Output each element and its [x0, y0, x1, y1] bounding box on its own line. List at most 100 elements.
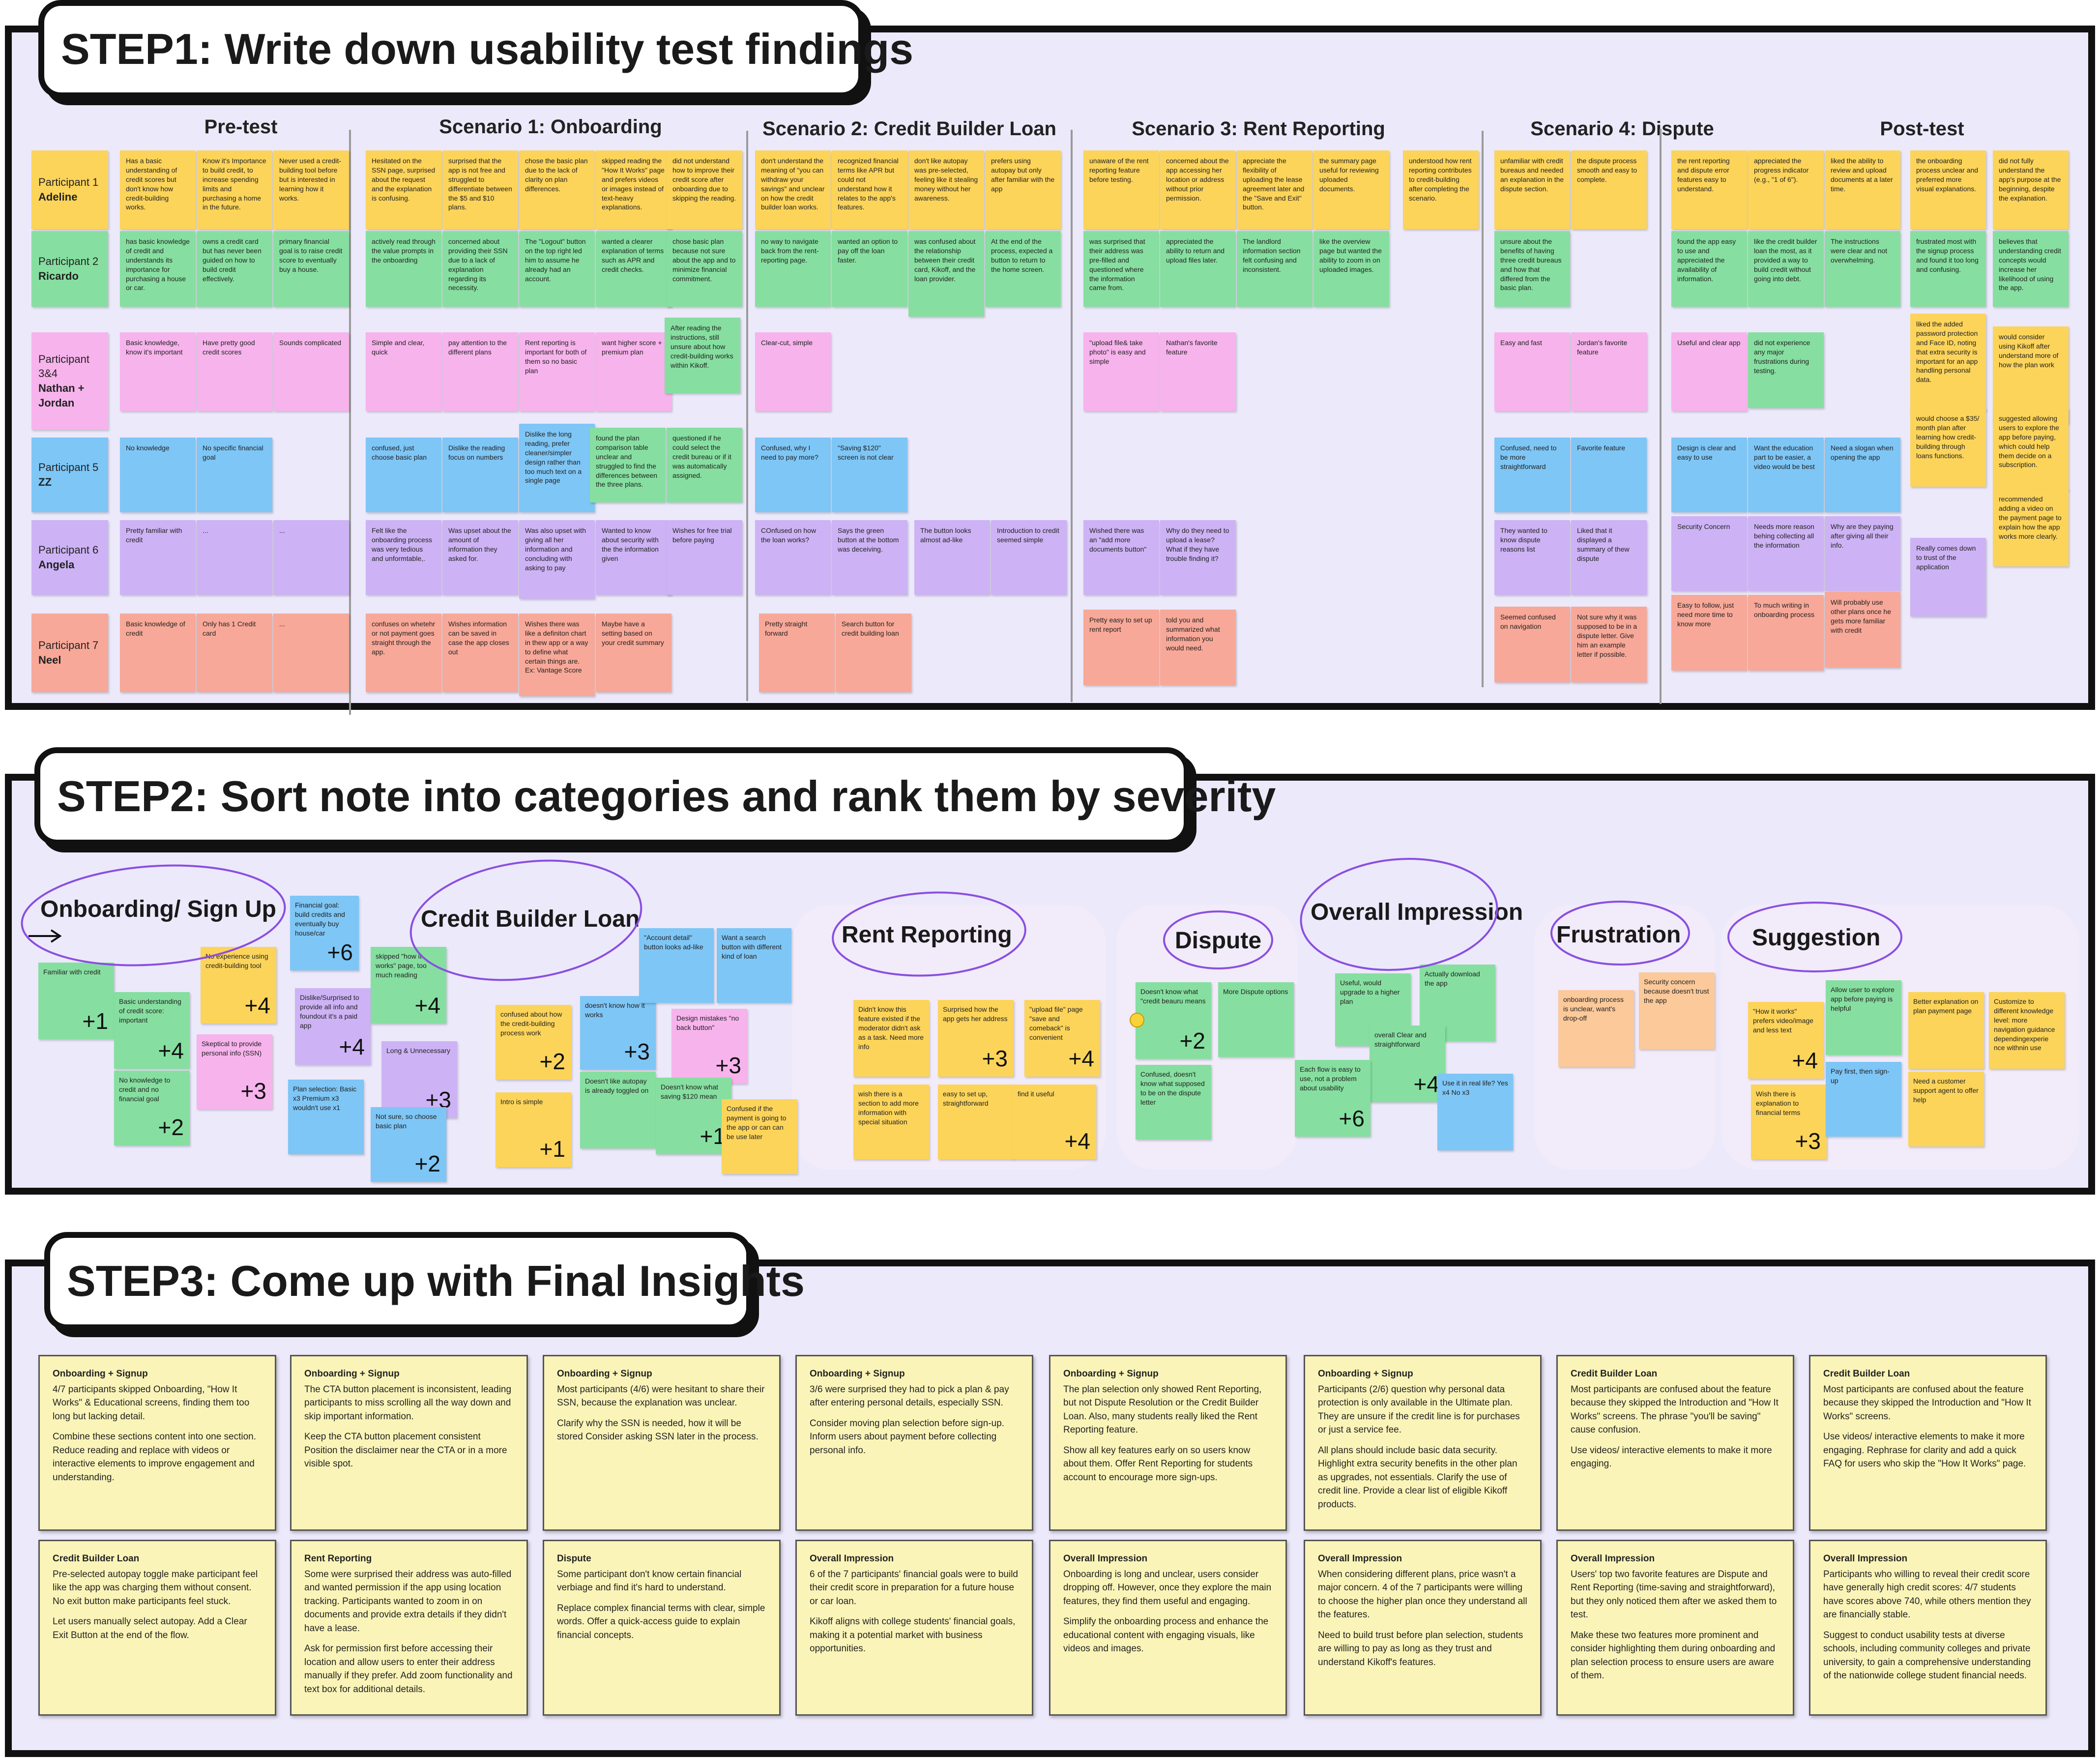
participant-label: Participant 7 — [38, 639, 99, 652]
note-text: "How it works" prefers video/image and l… — [1753, 1007, 1813, 1034]
finding-sticky-note: the onboarding process unclear and prefe… — [1910, 150, 1986, 229]
finding-sticky-note: like the credit builder loan the most, a… — [1748, 231, 1824, 307]
severity-score: +4 — [339, 1033, 365, 1059]
insight-finding: The CTA button placement is inconsistent… — [304, 1384, 512, 1422]
insight-category: Overall Impression — [810, 1553, 894, 1564]
insight-category: Onboarding + Signup — [1318, 1369, 1413, 1379]
finding-sticky-note: Wishes for free trial before paying — [667, 520, 742, 595]
insight-finding: Some were surprised their address was au… — [304, 1569, 512, 1634]
participant-label: Participant 1 — [38, 176, 99, 189]
categorized-sticky-note: confused about how the credit-building p… — [496, 1005, 571, 1080]
finding-sticky-note: Dislike the long reading, prefer cleaner… — [519, 424, 595, 512]
insight-recommendation: All plans should include basic data secu… — [1318, 1445, 1517, 1510]
note-text: More Dispute options — [1223, 988, 1288, 996]
insight-finding: Most participants are confused about the… — [1571, 1384, 1779, 1436]
severity-score: +3 — [715, 1052, 741, 1078]
finding-sticky-note: Know it's Importance to build credit, to… — [197, 150, 272, 229]
finding-sticky-note: owns a credit card but has never been gu… — [197, 231, 272, 307]
note-text: "upload file" page "save and comeback" i… — [1029, 1005, 1083, 1041]
categorized-sticky-note: Financial goal: build credits and eventu… — [290, 896, 359, 970]
insight-category: Credit Builder Loan — [1823, 1369, 1910, 1379]
finding-sticky-note: Rent reporting is important for both of … — [519, 332, 595, 411]
categorized-sticky-note: Doesn't know what saving $120 mean+1 — [656, 1078, 731, 1154]
category-onboarding: Onboarding/ Sign Up — [40, 896, 276, 922]
finding-sticky-note: Wished there was an "add more documents … — [1083, 520, 1159, 595]
insight-recommendation: Show all key features early on so users … — [1063, 1445, 1253, 1483]
finding-sticky-note: "upload file& take photo" is easy and si… — [1083, 332, 1159, 411]
note-text: skipped "how it works" page, too much re… — [376, 952, 427, 979]
finding-sticky-note: ... — [197, 520, 272, 595]
categorized-sticky-note: Customize to different knowledge level: … — [1989, 992, 2065, 1069]
note-text: overall Clear and straightforward — [1374, 1031, 1427, 1048]
severity-score: +4 — [158, 1037, 184, 1063]
finding-sticky-note: Why are they paying after giving all the… — [1825, 516, 1900, 591]
column-credit-builder: Scenario 2: Credit Builder Loan — [762, 118, 1056, 140]
insight-recommendation: Let users manually select autopay. Add a… — [53, 1616, 247, 1641]
finding-sticky-note: recognized financial terms like APR but … — [832, 150, 907, 229]
step2-title: STEP2: Sort note into categories and ran… — [34, 747, 1276, 846]
step1-title: STEP1: Write down usability test finding… — [38, 0, 913, 98]
categorized-sticky-note: No experience using credit-building tool… — [201, 947, 276, 1024]
finding-sticky-note: confused, just choose basic plan — [366, 438, 441, 512]
finding-sticky-note: Pretty straight forward — [759, 614, 835, 692]
severity-score: +2 — [1179, 1027, 1205, 1054]
insight-finding: Pre-selected autopay toggle make partici… — [53, 1569, 258, 1607]
categorized-sticky-note: More Dispute options — [1218, 982, 1294, 1057]
step3-title: STEP3: Come up with Final Insights — [44, 1232, 805, 1330]
column-divider — [746, 131, 748, 701]
category-rent-reporting: Rent Reporting — [842, 922, 1012, 948]
finding-sticky-note: Useful and clear app — [1671, 332, 1747, 411]
finding-sticky-note: Says the green button at the bottom was … — [832, 520, 907, 595]
column-onboarding: Scenario 1: Onboarding — [439, 116, 662, 138]
finding-sticky-note: Only has 1 Credit card — [197, 614, 272, 692]
categorized-sticky-note: wish there is a section to add more info… — [853, 1084, 929, 1159]
insight-category: Overall Impression — [1823, 1553, 1908, 1564]
finding-sticky-note: Felt like the onboarding process was ver… — [366, 520, 441, 595]
finding-sticky-note: COnfused on how the loan works? — [755, 520, 831, 595]
finding-sticky-note: Easy and fast — [1494, 332, 1570, 411]
insight-finding: Some participant don't know certain fina… — [557, 1569, 742, 1593]
finding-sticky-note: understood how rent reporting contribute… — [1403, 150, 1479, 229]
participant-name: Nathan + Jordan — [38, 382, 85, 409]
finding-sticky-note: Never used a credit-building tool before… — [273, 150, 349, 229]
categorized-sticky-note: Dislike/Surprised to provide all info an… — [295, 988, 371, 1065]
note-text: Intro is simple — [500, 1098, 543, 1106]
finding-sticky-note: They wanted to know dispute reasons list — [1494, 520, 1570, 595]
finding-sticky-note: like the overview page but wanted the ab… — [1313, 231, 1389, 307]
categorized-sticky-note: Long & Unnecessary+3 — [381, 1041, 457, 1118]
note-text: Basic understanding of credit score: imp… — [119, 997, 181, 1024]
categorized-sticky-note: Design mistakes "no back button" +3 — [671, 1009, 747, 1084]
finding-sticky-note: suggested allowing users to explore the … — [1993, 408, 2069, 491]
finding-sticky-note: Wanted to know about security with the t… — [596, 520, 671, 595]
severity-score: +4 — [1413, 1071, 1439, 1097]
finding-sticky-note: primary financial goal is to raise credi… — [273, 231, 349, 307]
categorized-sticky-note: Plan selection: Basic x3 Premium x3 woul… — [288, 1080, 364, 1154]
finding-sticky-note: don't like autopay was pre-selected, fee… — [908, 150, 984, 229]
note-text: Design mistakes "no back button" — [676, 1014, 739, 1031]
category-suggestion: Suggestion — [1752, 925, 1881, 951]
finding-sticky-note: Favorite feature — [1571, 438, 1647, 512]
finding-sticky-note: unfamiliar with credit bureaus and neede… — [1494, 150, 1570, 229]
categorized-sticky-note: "How it works" prefers video/image and l… — [1748, 1002, 1824, 1079]
insight-recommendation: Clarify why the SSN is needed, how it wi… — [557, 1418, 758, 1442]
categorized-sticky-note: skipped "how it works" page, too much re… — [371, 947, 446, 1024]
finding-sticky-note: wanted a clearer explanation of terms su… — [596, 231, 671, 307]
categorized-sticky-note: Pay first, then sign-up — [1826, 1062, 1901, 1137]
note-text: confused about how the credit-building p… — [500, 1010, 562, 1037]
note-text: Doesn't like autopay is already toggled … — [585, 1077, 649, 1094]
finding-sticky-note: Maybe have a setting based on your credi… — [596, 614, 671, 692]
finding-sticky-note: Have pretty good credit scores — [197, 332, 272, 411]
note-text: wish there is a section to add more info… — [858, 1090, 919, 1126]
insight-recommendation: Make these two features more prominent a… — [1571, 1630, 1776, 1681]
finding-sticky-note: "Saving $120" screen is not clear — [832, 438, 907, 512]
column-divider — [1660, 129, 1662, 704]
finding-sticky-note: Simple and clear, quick — [366, 332, 441, 411]
